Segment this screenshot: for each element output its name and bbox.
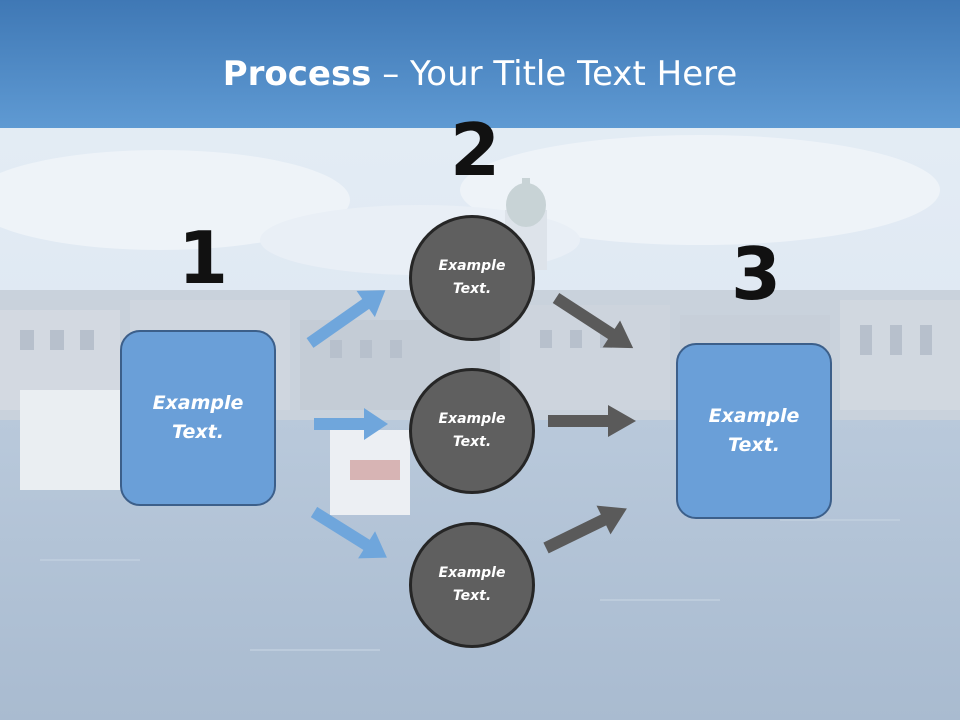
arrow-down-right-gray	[552, 292, 634, 349]
title-rest: – Your Title Text Here	[371, 54, 738, 94]
arrow-right-gray	[548, 405, 636, 437]
arrow-right-blue	[314, 408, 388, 440]
slide-title: Process – Your Title Text Here	[0, 50, 960, 98]
arrow-up-right-blue	[306, 290, 386, 348]
step-2-circle-top: Example Text.	[409, 215, 535, 341]
title-bold: Process	[222, 54, 372, 94]
step-number-3: 3	[731, 232, 782, 316]
step-3-box: Example Text.	[676, 343, 832, 519]
step-2-circle-middle: Example Text.	[409, 368, 535, 494]
step-number-2: 2	[450, 108, 501, 192]
arrow-up-right-gray	[543, 505, 627, 554]
step-number-1: 1	[178, 216, 229, 300]
step-1-box: Example Text.	[120, 330, 276, 506]
step-2-circle-bottom: Example Text.	[409, 522, 535, 648]
arrow-down-right-blue	[310, 506, 387, 559]
